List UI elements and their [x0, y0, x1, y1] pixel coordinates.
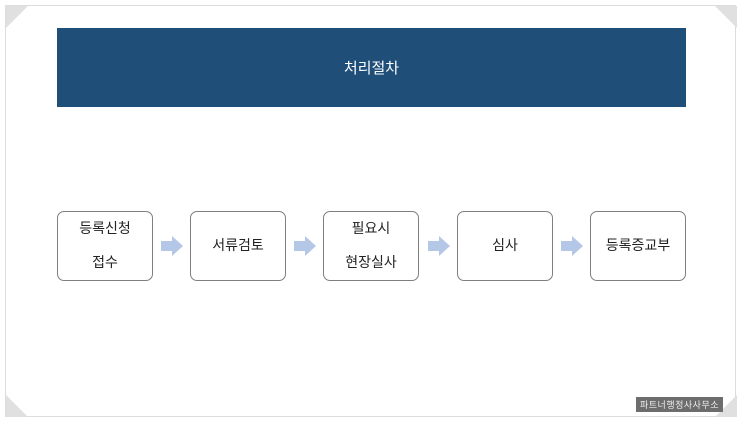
page-title-banner: 처리절차: [57, 28, 686, 107]
watermark: 파트너행정사사무소: [636, 397, 724, 412]
step-label: 심사: [492, 238, 518, 254]
step-label: 접수: [92, 255, 118, 271]
step-label: 등록증교부: [605, 238, 671, 254]
step-label: 현장실사: [345, 255, 397, 271]
arrow-right-icon: [561, 236, 583, 256]
process-step-evaluation: 심사: [457, 211, 553, 281]
arrow-right-icon: [161, 236, 183, 256]
arrow-right-icon: [428, 236, 450, 256]
step-label: 등록신청: [79, 221, 131, 237]
corner-fold-decoration: [6, 6, 28, 28]
process-step-registration: 등록신청 접수: [57, 211, 153, 281]
page-title: 처리절차: [343, 59, 400, 77]
process-step-site-inspection: 필요시 현장실사: [323, 211, 419, 281]
corner-fold-decoration: [6, 395, 28, 417]
step-label: 서류검토: [212, 238, 264, 254]
process-step-document-review: 서류검토: [190, 211, 286, 281]
slide-frame: [5, 5, 736, 417]
arrow-right-icon: [294, 236, 316, 256]
step-label: 필요시: [351, 221, 391, 237]
process-step-certificate-issue: 등록증교부: [590, 211, 686, 281]
corner-fold-decoration: [715, 6, 737, 28]
